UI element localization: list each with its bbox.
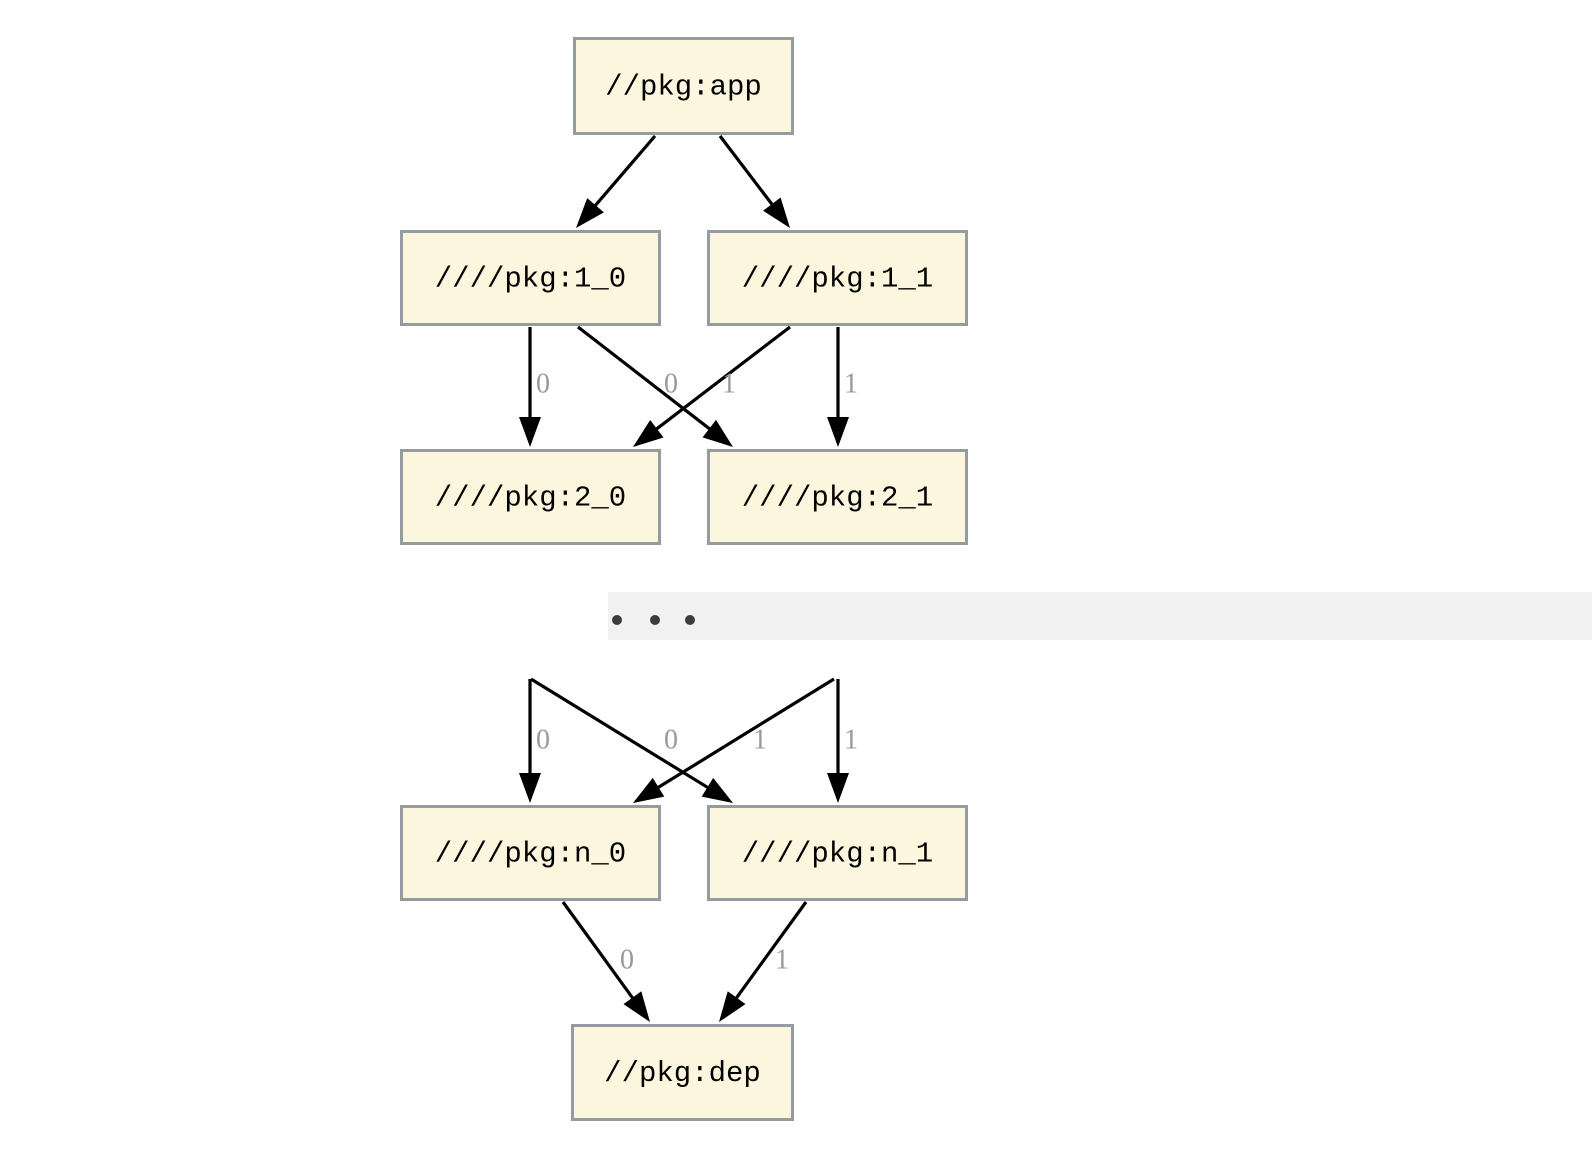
graph-edge: 1 [633,677,835,803]
node-label: //pkg:dep [604,1057,761,1090]
node-box[interactable] [400,805,661,901]
graph-node-l2_0[interactable]: ////pkg:2_0 [400,449,661,545]
graph-node-ln_1[interactable]: ////pkg:n_1 [707,805,968,901]
node-label: ////pkg:2_1 [742,482,933,515]
edge-arrowhead [576,198,604,228]
edge-label: 0 [536,724,550,755]
graph-edge [718,135,790,228]
edge-line [561,901,638,1004]
edge-arrowhead [763,197,790,228]
graph-node-ln_0[interactable]: ////pkg:n_0 [400,805,661,901]
ellipsis-dot-0 [612,615,622,625]
graph-edge: 0 [561,901,650,1022]
edge-arrowhead [633,420,664,447]
node-label: ////pkg:1_0 [435,263,626,296]
edge-label: 1 [722,368,736,399]
edge-line [731,901,808,1004]
graph-node-dep[interactable]: //pkg:dep [571,1024,794,1121]
edge-line [652,677,835,792]
truncation-break-layer [608,592,1592,640]
edges-layer: 0 0 1 1 0 0 1 1 0 1 [519,134,858,1022]
edge-label: 0 [620,944,634,975]
node-label: //pkg:app [605,71,762,104]
ellipsis-dot-2 [685,615,695,625]
edge-arrowhead [701,777,733,803]
truncation-band [608,592,1592,640]
graph-edge: 0 [530,677,733,803]
node-box[interactable] [400,230,661,326]
edge-arrowhead [623,991,650,1022]
edge-arrowhead [519,417,541,447]
edge-label: 1 [844,724,858,755]
graph-edge [576,134,657,228]
node-label: ////pkg:1_1 [742,263,933,296]
edge-label: 0 [536,368,550,399]
graph-node-l1_1[interactable]: ////pkg:1_1 [707,230,968,326]
node-box[interactable] [571,1024,794,1121]
edge-arrowhead [719,991,746,1022]
node-label: ////pkg:n_0 [435,838,626,871]
edge-line [651,325,791,434]
edge-line [530,677,714,792]
edge-label: 1 [775,944,789,975]
graph-node-app[interactable]: //pkg:app [573,37,794,135]
node-box[interactable] [707,805,968,901]
node-box[interactable] [573,37,794,135]
ellipsis-dot-1 [650,615,660,625]
graph-edge: 1 [827,679,858,803]
graph-node-l2_1[interactable]: ////pkg:2_1 [707,449,968,545]
graph-edge: 1 [719,901,808,1022]
graph-edge: 0 [577,325,733,447]
node-box[interactable] [707,449,968,545]
edge-label: 1 [753,724,767,755]
edge-arrowhead [633,777,665,803]
edge-label: 1 [844,368,858,399]
edge-line [718,135,777,210]
graph-edge: 1 [633,325,791,447]
edge-arrowhead [702,419,733,447]
graph-edge: 0 [519,327,550,447]
edge-label: 0 [664,368,678,399]
node-box[interactable] [707,230,968,326]
node-label: ////pkg:2_0 [435,482,626,515]
edge-arrowhead [827,773,849,803]
node-label: ////pkg:n_1 [742,838,933,871]
edge-line [590,134,657,211]
edge-arrowhead [827,417,849,447]
edge-arrowhead [519,773,541,803]
graph-node-l1_0[interactable]: ////pkg:1_0 [400,230,661,326]
edge-label: 0 [664,724,678,755]
nodes-layer: //pkg:app ////pkg:1_0 ////pkg:1_1 ////pkg:2… [400,37,968,1121]
edge-line [577,325,716,434]
graph-edge: 0 [519,679,550,803]
graph-edge: 1 [827,327,858,447]
node-box[interactable] [400,449,661,545]
